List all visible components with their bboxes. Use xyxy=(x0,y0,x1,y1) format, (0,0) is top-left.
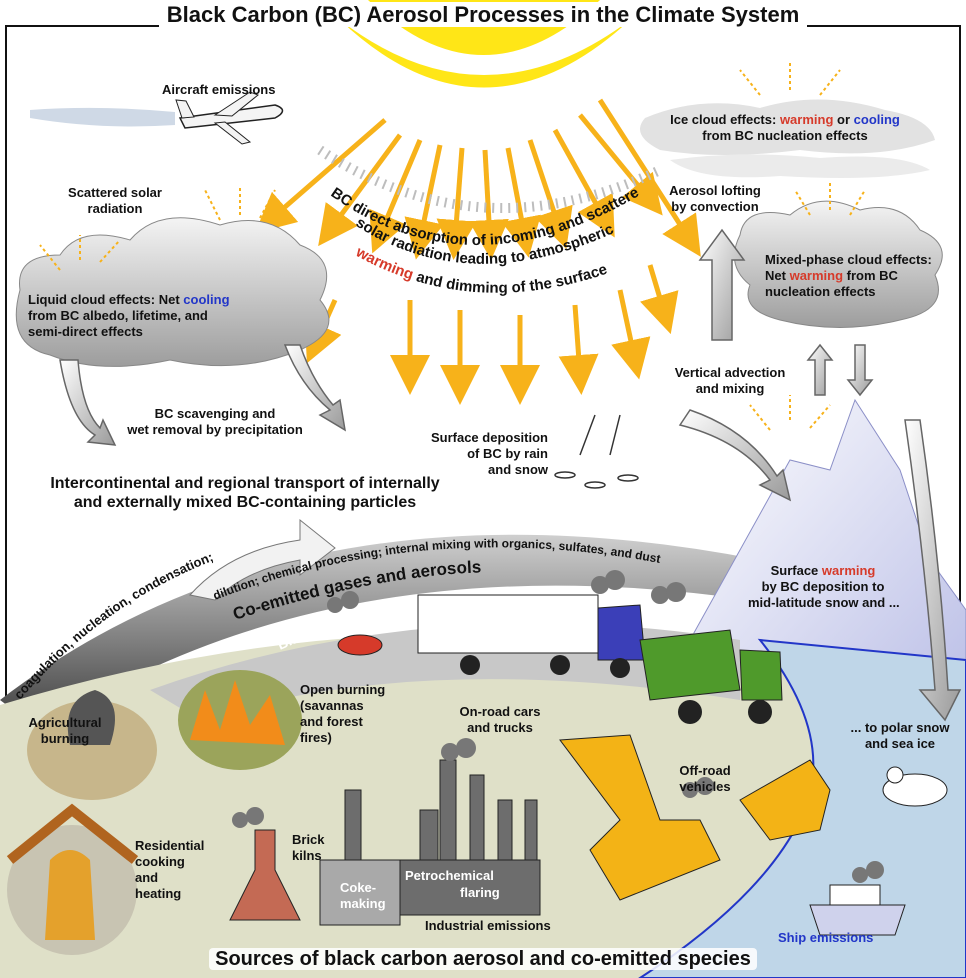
surface-warming-label: Surface warming by BC deposition to mid-… xyxy=(748,563,900,610)
aircraft xyxy=(30,91,284,145)
brick-kiln xyxy=(229,829,301,921)
aerosol-transport-band xyxy=(0,518,760,730)
liquid-cloud xyxy=(15,217,330,367)
ice-cloud-label: Ice cloud effects: warming or cooling fr… xyxy=(670,112,900,143)
mixed-phase-cloud xyxy=(733,200,943,328)
rain-snow-deposition xyxy=(554,414,639,489)
skid-loader xyxy=(739,759,831,841)
page-title: Black Carbon (BC) Aerosol Processes in t… xyxy=(0,2,966,28)
liquid-cloud-label: Liquid cloud effects: Net cooling from B… xyxy=(28,292,230,339)
ice-cloud xyxy=(640,99,935,178)
dump-truck xyxy=(639,629,741,701)
process-arrows xyxy=(59,228,962,722)
sun-rays xyxy=(254,98,701,405)
transport-label: Intercontinental and regional transport … xyxy=(50,475,440,511)
agricultural-burning-scene xyxy=(27,700,157,800)
ship-emissions-label: Ship emissions xyxy=(778,930,874,945)
bc-particle-band xyxy=(317,145,663,214)
excavator xyxy=(559,734,721,901)
coke-making-label: Coke-making xyxy=(340,880,386,911)
scattered-radiation-arrows xyxy=(39,60,866,431)
car xyxy=(337,634,383,656)
aircraft-emissions-label: Aircraft emissions xyxy=(162,82,276,97)
petrochemical-label: Petrochemical xyxy=(405,868,494,883)
sources-title: Sources of black carbon aerosol and co-e… xyxy=(0,948,966,971)
industrial-emissions-label: Industrial emissions xyxy=(425,918,551,933)
semi-truck xyxy=(417,594,599,654)
source-illustrations xyxy=(6,570,948,955)
flaring-label: flaring xyxy=(460,885,500,900)
mixed-phase-cloud-label: Mixed-phase cloud effects: Net warming f… xyxy=(765,252,932,299)
